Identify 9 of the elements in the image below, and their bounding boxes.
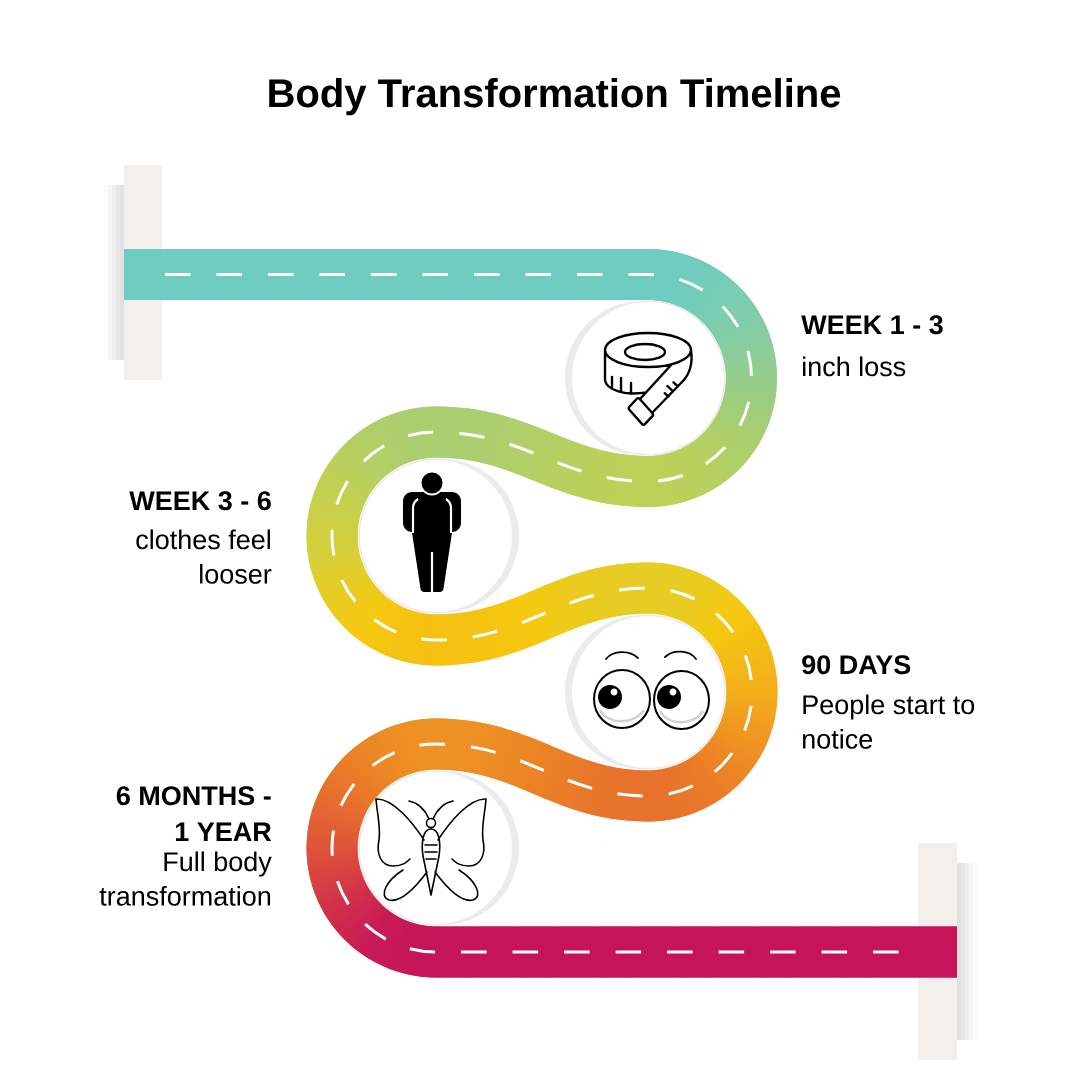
description-text: People start to notice: [803, 694, 975, 749]
period-heading: WEEK 3 - 6: [129, 491, 271, 511]
period-heading: 6 MONTHS - 1 YEAR: [116, 786, 272, 841]
title: Body Transformation Timeline: [269, 78, 841, 116]
description-text: inch loss: [803, 356, 906, 377]
period-heading: 90 DAYS: [802, 655, 911, 675]
description-text: Full body transformation: [99, 851, 272, 906]
period-heading: WEEK 1 - 3: [801, 315, 943, 335]
description-text: clothes feel looser: [136, 529, 272, 584]
